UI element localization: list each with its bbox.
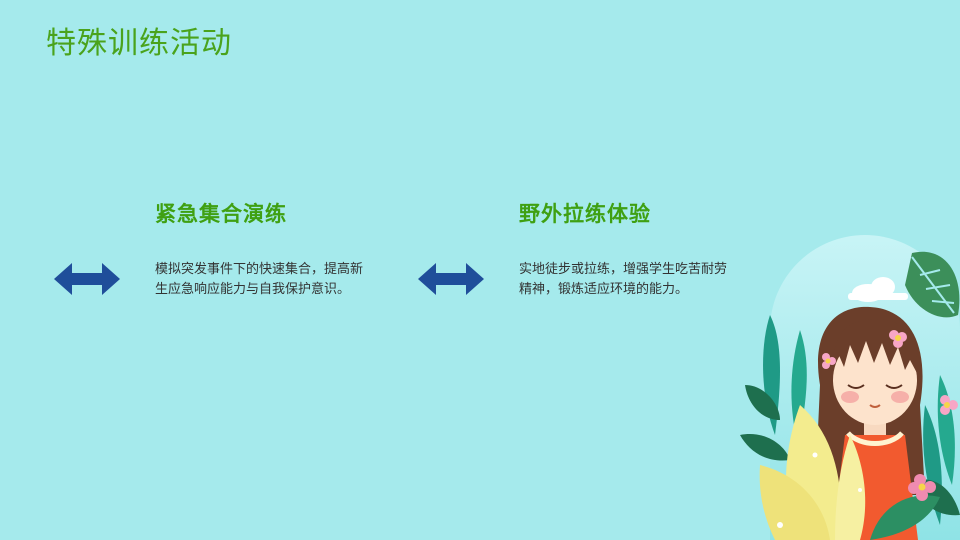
double-arrow-icon [54,263,120,295]
cloud-icon [848,277,908,302]
item-text-field-march: 实地徒步或拉练，增强学生吃苦耐劳精神，锻炼适应环境的能力。 [519,262,728,297]
girl-plants-illustration [740,235,960,540]
slide-title: 特殊训练活动 [46,26,232,61]
item-heading-emergency-assembly: 紧急集合演练 [155,202,287,226]
flower-icon [940,395,958,415]
leaf-icon [905,251,960,318]
flower-icon [908,474,936,501]
flower-icon [889,330,907,348]
item-text-emergency-assembly: 模拟突发事件下的快速集合，提高新生应急响应能力与自我保护意识。 [155,262,364,297]
flower-icon [822,353,836,369]
double-arrow-icon [418,263,484,295]
item-heading-field-march: 野外拉练体验 [519,202,651,226]
